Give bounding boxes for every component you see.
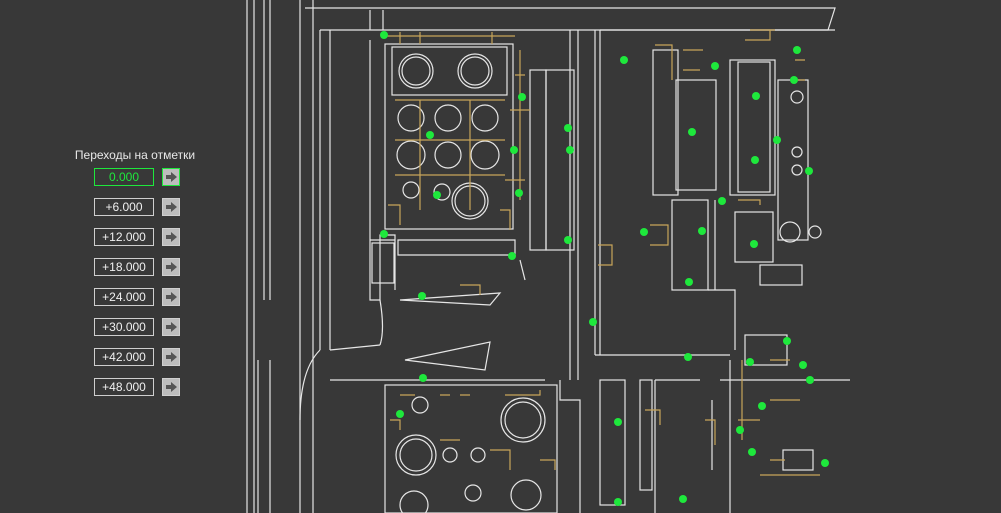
level-row-42: +42.000: [94, 348, 184, 366]
arrow-right-icon: [166, 232, 177, 242]
arrow-right-icon: [166, 352, 177, 362]
level-row-18: +18.000: [94, 258, 184, 276]
arrow-right-icon: [166, 292, 177, 302]
go-level-48-button[interactable]: [162, 378, 180, 396]
level-navigation-panel: Переходы на отметки 0.000 +6.000 +12.000…: [0, 0, 246, 513]
central-structures: [399, 29, 835, 513]
level-label-48[interactable]: +48.000: [94, 378, 154, 396]
level-row-48: +48.000: [94, 378, 184, 396]
level-label-24[interactable]: +24.000: [94, 288, 154, 306]
plant-floor-plan[interactable]: [246, 0, 1001, 513]
level-label-42[interactable]: +42.000: [94, 348, 154, 366]
go-level-24-button[interactable]: [162, 288, 180, 306]
go-level-18-button[interactable]: [162, 258, 180, 276]
go-level-0-button[interactable]: [162, 168, 180, 186]
level-row-6: +6.000: [94, 198, 184, 216]
level-label-6[interactable]: +6.000: [94, 198, 154, 216]
arrow-right-icon: [166, 262, 177, 272]
go-level-12-button[interactable]: [162, 228, 180, 246]
go-level-30-button[interactable]: [162, 318, 180, 336]
equipment-details: [384, 29, 820, 476]
panel-title: Переходы на отметки: [74, 148, 196, 162]
road-lines: [246, 0, 836, 513]
level-row-12: +12.000: [94, 228, 184, 246]
level-row-30: +30.000: [94, 318, 184, 336]
equipment-area-east: [599, 49, 850, 513]
arrow-right-icon: [166, 322, 177, 332]
level-label-0[interactable]: 0.000: [94, 168, 154, 186]
arrow-right-icon: [166, 172, 177, 182]
go-level-42-button[interactable]: [162, 348, 180, 366]
level-label-30[interactable]: +30.000: [94, 318, 154, 336]
arrow-right-icon: [166, 382, 177, 392]
level-row-0: 0.000: [94, 168, 184, 186]
station-markers[interactable]: [380, 31, 829, 506]
level-label-18[interactable]: +18.000: [94, 258, 154, 276]
level-label-12[interactable]: +12.000: [94, 228, 154, 246]
level-row-24: +24.000: [94, 288, 184, 306]
tank-block-south: [384, 384, 558, 513]
tank-block-north: [369, 40, 516, 346]
go-level-6-button[interactable]: [162, 198, 180, 216]
arrow-right-icon: [166, 202, 177, 212]
